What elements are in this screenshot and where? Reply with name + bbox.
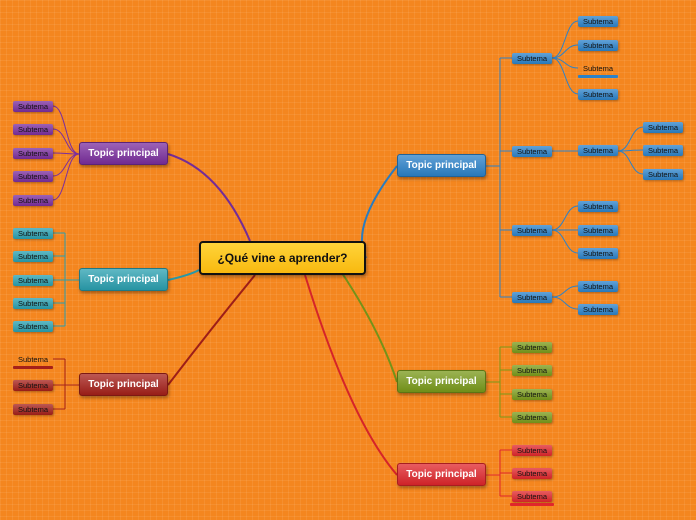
branch-curve [551, 229, 579, 254]
subtopic[interactable]: Subtema [17, 355, 49, 364]
subtopic[interactable]: Subtema [512, 292, 552, 303]
subtopic[interactable]: Subtema [512, 365, 552, 376]
subtopic[interactable]: Subtema [13, 321, 53, 332]
subtopic[interactable]: Subtema [643, 122, 683, 133]
topic-connector [360, 165, 398, 259]
branch-curve [551, 296, 579, 310]
subtopic[interactable]: Subtema [512, 146, 552, 157]
branch-curve [52, 153, 80, 177]
subtopic[interactable]: Subtema [13, 228, 53, 239]
branch-curve [617, 150, 644, 175]
subtopic[interactable]: Subtema [578, 16, 618, 27]
subtopic[interactable]: Subtema [13, 195, 53, 206]
subtopic[interactable]: Subtema [578, 225, 618, 236]
subtopic[interactable]: Subtema [13, 275, 53, 286]
subtopic[interactable]: Subtema [13, 124, 53, 135]
topic-connector [167, 274, 256, 386]
subtopic[interactable]: Subtema [13, 380, 53, 391]
subtopic[interactable]: Subtema [512, 445, 552, 456]
branch-curve [551, 20, 579, 59]
subtopic[interactable]: Subtema [512, 342, 552, 353]
subtopic[interactable]: Subtema [578, 281, 618, 292]
topic-connector [167, 153, 251, 242]
subtopic[interactable]: Subtema [512, 53, 552, 64]
subtopic[interactable]: Subtema [13, 298, 53, 309]
subtopic[interactable]: Subtema [578, 201, 618, 212]
subtopic-underline [578, 75, 618, 78]
subtopic[interactable]: Subtema [512, 412, 552, 423]
subtopic[interactable]: Subtema [13, 404, 53, 415]
subtopic[interactable]: Subtema [582, 64, 614, 73]
subtopic[interactable]: Subtema [578, 304, 618, 315]
subtopic[interactable]: Subtema [643, 145, 683, 156]
topic-connector [304, 274, 398, 476]
subtopic[interactable]: Subtema [578, 145, 618, 156]
subtopic[interactable]: Subtema [578, 40, 618, 51]
main-topic-darkred[interactable]: Topic principal [79, 373, 168, 396]
topic-connector [167, 269, 200, 281]
branch-curve [551, 205, 579, 231]
subtopic[interactable]: Subtema [13, 148, 53, 159]
main-topic-red[interactable]: Topic principal [397, 463, 486, 486]
central-topic[interactable]: ¿Qué vine a aprender? [199, 241, 366, 275]
subtopic[interactable]: Subtema [512, 389, 552, 400]
subtopic[interactable]: Subtema [13, 251, 53, 262]
subtopic[interactable]: Subtema [578, 89, 618, 100]
branch-curve [551, 44, 579, 59]
subtopic[interactable]: Subtema [578, 248, 618, 259]
branch-curve [617, 126, 644, 152]
branch-curve [52, 105, 80, 155]
main-topic-olive[interactable]: Topic principal [397, 370, 486, 393]
main-topic-teal[interactable]: Topic principal [79, 268, 168, 291]
subtopic[interactable]: Subtema [512, 491, 552, 502]
topic-connector [339, 269, 398, 383]
subtopic[interactable]: Subtema [643, 169, 683, 180]
branch-curve [52, 153, 80, 201]
branch-curve [551, 57, 579, 95]
branch-curve [52, 128, 80, 155]
subtopic[interactable]: Subtema [13, 101, 53, 112]
subtopic[interactable]: Subtema [512, 225, 552, 236]
main-topic-purple[interactable]: Topic principal [79, 142, 168, 165]
main-topic-blue[interactable]: Topic principal [397, 154, 486, 177]
subtopic[interactable]: Subtema [512, 468, 552, 479]
subtopic-underline [510, 503, 554, 506]
subtopic[interactable]: Subtema [13, 171, 53, 182]
branch-curve [551, 285, 579, 298]
subtopic-underline [13, 366, 53, 369]
